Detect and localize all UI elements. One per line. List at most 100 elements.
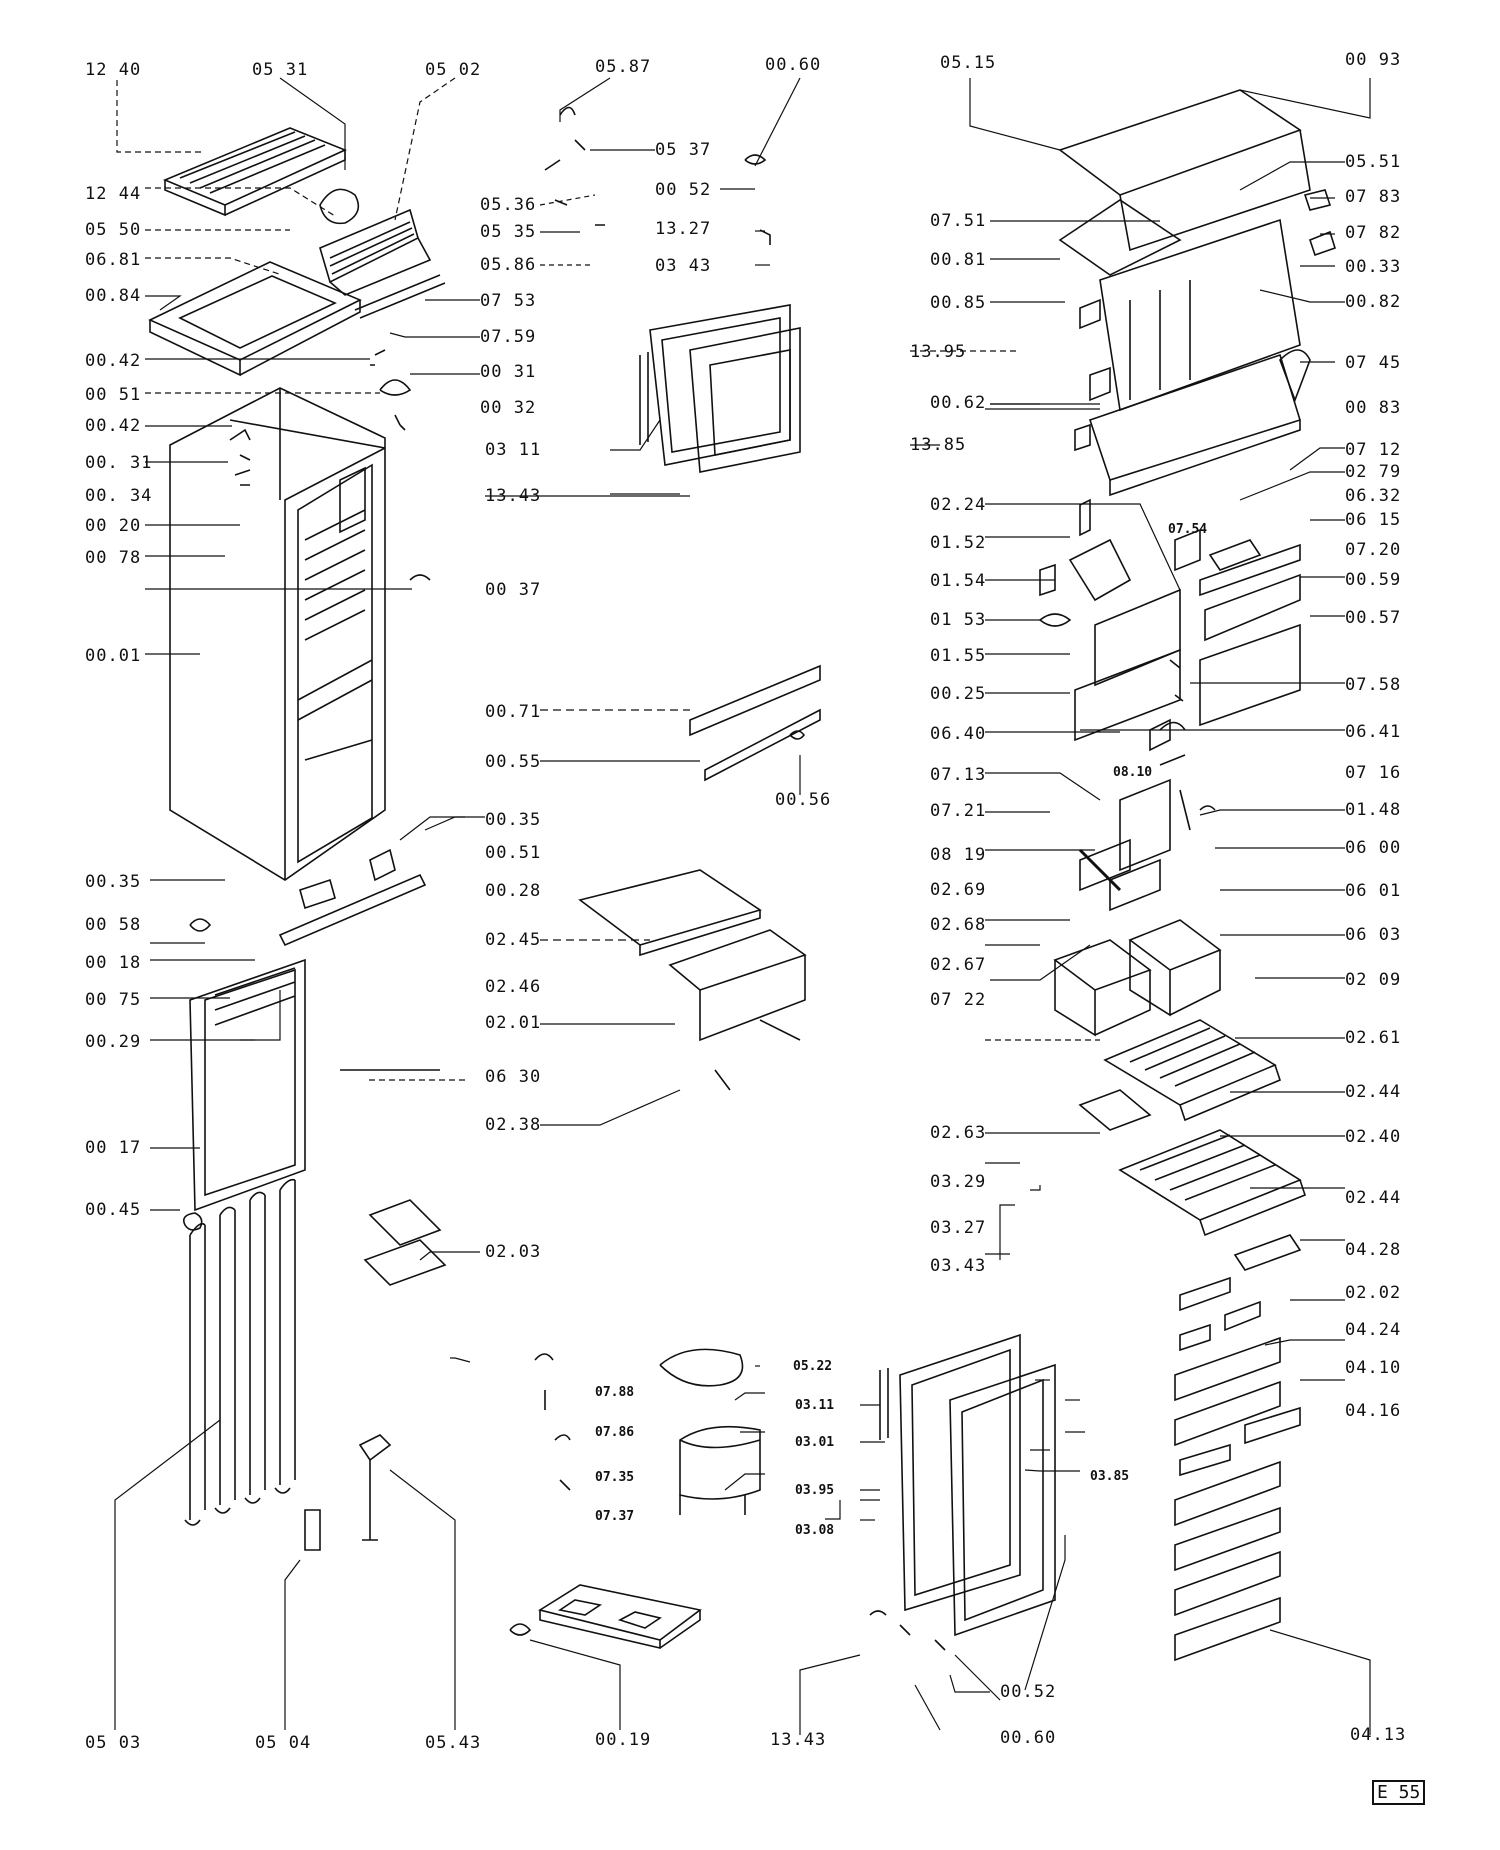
part-label-03-11-bottom: 03.11 [795, 1398, 835, 1413]
freezer-tray [148, 261, 362, 377]
part-label-02-68: 02.68 [930, 915, 987, 935]
part-label-07-37: 07.37 [595, 1509, 635, 1524]
part-label-05-31: 05 31 [252, 60, 309, 80]
part-label-03-95: 03.95 [795, 1483, 835, 1498]
part-label-07-86: 07.86 [595, 1425, 635, 1440]
part-label-00-60: 00.60 [765, 55, 822, 75]
part-label-07-12: 07 12 [1345, 440, 1402, 460]
part-label-02-67: 02.67 [930, 955, 987, 975]
part-label-05-15: 05.15 [940, 53, 997, 73]
small-hardware [229, 106, 1184, 1491]
fan-assembly [1078, 754, 1216, 912]
part-label-00-57: 00.57 [1345, 608, 1402, 628]
part-label-13-85: 13.85 [910, 435, 967, 455]
part-label-00-56: 00.56 [775, 790, 832, 810]
part-label-03-01: 03.01 [795, 1435, 835, 1450]
part-label-04-24: 04.24 [1345, 1320, 1402, 1340]
part-label-05-02: 05 02 [425, 60, 482, 80]
crisper-drawers [1053, 919, 1222, 1037]
part-label-03-85: 03.85 [1090, 1469, 1130, 1484]
part-label-08-19: 08 19 [930, 845, 987, 865]
part-label-00-20: 00 20 [85, 516, 142, 536]
part-label-05-22: 05.22 [793, 1359, 833, 1374]
part-label-00-59: 00.59 [1345, 570, 1402, 590]
glass-shelf [578, 869, 807, 1091]
part-label-00-45: 00.45 [85, 1200, 142, 1220]
condenser [182, 958, 306, 1526]
part-label-06-03: 06 03 [1345, 925, 1402, 945]
door-upper [639, 304, 801, 473]
part-label-00-55: 00.55 [485, 752, 542, 772]
part-label-07-83: 07 83 [1345, 187, 1402, 207]
part-label-06-00: 06 00 [1345, 838, 1402, 858]
part-label-07-54: 07.54 [1168, 522, 1208, 537]
part-label-00-52-top: 00 52 [655, 180, 712, 200]
part-label-03-08: 03.08 [795, 1523, 835, 1538]
fan-motor [319, 188, 360, 225]
part-label-00-60-bottom: 00.60 [1000, 1728, 1057, 1748]
part-label-00-75: 00 75 [85, 990, 142, 1010]
part-label-02-24: 02.24 [930, 495, 987, 515]
part-label-12-40: 12 40 [85, 60, 142, 80]
part-label-07-16: 07 16 [1345, 763, 1402, 783]
part-label-00-58: 00 58 [85, 915, 142, 935]
part-label-07-59: 07.59 [480, 327, 537, 347]
part-label-00-35-left: 00.35 [85, 872, 142, 892]
control-unit-top [1058, 89, 1336, 497]
evaporator-coil-box [319, 208, 446, 319]
part-label-05-51: 05.51 [1345, 152, 1402, 172]
part-label-02-63: 02.63 [930, 1123, 987, 1143]
part-label-00-17: 00 17 [85, 1138, 142, 1158]
part-label-00-82: 00.82 [1345, 292, 1402, 312]
part-label-06-81: 06.81 [85, 250, 142, 270]
part-label-07-20: 07.20 [1345, 540, 1402, 560]
part-label-07-51: 07.51 [930, 211, 987, 231]
part-label-06-40: 06.40 [930, 724, 987, 744]
part-label-00-31-left: 00. 31 [85, 453, 153, 473]
part-label-07-22: 07 22 [930, 990, 987, 1010]
part-label-05-86: 05.86 [480, 255, 537, 275]
part-label-13-95: 13.95 [910, 342, 967, 362]
wire-shelves [1078, 1019, 1306, 1237]
ice-tray [363, 1199, 447, 1286]
shelf-strips [689, 664, 821, 782]
part-label-00-33: 00.33 [1345, 257, 1402, 277]
part-label-03-43-bottom: 03.43 [930, 1256, 987, 1276]
door-lower [869, 1333, 1056, 1651]
part-label-05-03: 05 03 [85, 1733, 142, 1753]
part-label-12-44: 12 44 [85, 184, 142, 204]
part-label-04-13: 04.13 [1350, 1725, 1407, 1745]
part-label-02-44-b: 02.44 [1345, 1188, 1402, 1208]
part-label-03-29: 03.29 [930, 1172, 987, 1192]
part-label-00-28: 00.28 [485, 881, 542, 901]
part-label-06-32: 06.32 [1345, 486, 1402, 506]
part-label-02-44-a: 02.44 [1345, 1082, 1402, 1102]
base-plate [509, 1584, 702, 1650]
part-label-02-61: 02.61 [1345, 1028, 1402, 1048]
part-label-13-27: 13.27 [655, 219, 712, 239]
part-label-03-11-top: 03 11 [485, 440, 542, 460]
part-label-03-27: 03.27 [930, 1218, 987, 1238]
part-label-06-30: 06 30 [485, 1067, 542, 1087]
light-cover-strips [1159, 528, 1301, 731]
part-label-00-93: 00 93 [1345, 50, 1402, 70]
cabinet [169, 387, 386, 881]
part-label-04-28: 04.28 [1345, 1240, 1402, 1260]
part-label-00-42-b: 00.42 [85, 416, 142, 436]
part-label-02-40: 02.40 [1345, 1127, 1402, 1147]
part-label-02-03: 02.03 [485, 1242, 542, 1262]
part-label-05-43: 05.43 [425, 1733, 482, 1753]
part-label-02-79: 02 79 [1345, 462, 1402, 482]
part-label-00-25: 00.25 [930, 684, 987, 704]
part-label-02-69: 02.69 [930, 880, 987, 900]
part-label-00-83: 00 83 [1345, 398, 1402, 418]
part-label-02-45: 02.45 [485, 930, 542, 950]
part-label-08-10: 08.10 [1113, 765, 1153, 780]
part-label-00-81: 00.81 [930, 250, 987, 270]
part-label-00-42-a: 00.42 [85, 351, 142, 371]
part-label-05-50: 05 50 [85, 220, 142, 240]
freezer-evaporator-top [162, 127, 348, 217]
part-label-00-85: 00.85 [930, 293, 987, 313]
part-label-00-84: 00.84 [85, 286, 142, 306]
